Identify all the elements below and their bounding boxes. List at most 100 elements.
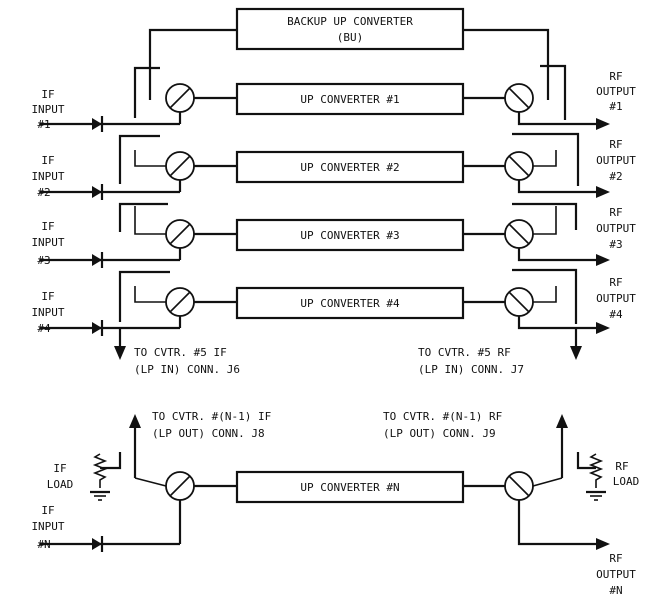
- rf-output-line-3: [517, 248, 596, 262]
- if-input-2-label-a: IF: [41, 154, 54, 167]
- rf-stub-4: [533, 286, 557, 303]
- rf-switch-blade-4: [508, 291, 530, 313]
- rf-loop-3: [512, 202, 578, 230]
- if-input-arrow-3: [92, 254, 102, 266]
- if-input-3-label-b: INPUT: [31, 236, 64, 249]
- if-input-2-label-c: #2: [37, 186, 50, 199]
- up-converter-1-label: UP CONVERTER #1: [300, 93, 399, 106]
- backup-converter-sublabel: (BU): [337, 31, 364, 44]
- rf-output-2-label-c: #2: [609, 170, 622, 183]
- rf-load-label-a: RF: [615, 460, 628, 473]
- rf-output-n-label-b: OUTPUT: [596, 568, 636, 581]
- if-switch-blade-4: [169, 291, 191, 313]
- channel-n: TO CVTR. #(N-1) IF (LP OUT) CONN. J8 TO …: [31, 410, 639, 597]
- j6-arrow: [114, 346, 126, 360]
- j8-arrow: [129, 414, 141, 428]
- rf-output-2-label-b: OUTPUT: [596, 154, 636, 167]
- if-stub-3: [134, 206, 166, 235]
- if-switch-blade-3: [169, 223, 191, 245]
- rf-output-1-label-c: #1: [609, 100, 622, 113]
- channel-4: UP CONVERTER #4 IF INPUT #4 RF OUTPUT #4: [31, 268, 636, 336]
- rf-output-4-label-b: OUTPUT: [596, 292, 636, 305]
- rf-output-1-label-b: OUTPUT: [596, 85, 636, 98]
- backup-converter-label: BACKUP UP CONVERTER: [287, 15, 413, 28]
- channel-2: UP CONVERTER #2 IF INPUT #2 RF OUTPUT #2: [31, 132, 636, 200]
- backup-converter-group: BACKUP UP CONVERTER (BU): [148, 7, 550, 100]
- if-switch-blade-2: [169, 155, 191, 177]
- up-converter-4-box: [235, 286, 465, 320]
- rf-switch-blade-3: [508, 223, 530, 245]
- if-input-4-label-c: #4: [37, 322, 51, 335]
- if-loop-4: [118, 270, 170, 322]
- rf-output-line-4: [517, 316, 596, 330]
- if-input-n-label-b: INPUT: [31, 520, 64, 533]
- if-stub-n: [134, 477, 167, 487]
- j6-label-b: (LP IN) CONN. J6: [134, 363, 240, 376]
- rf-output-line-1: [517, 112, 596, 126]
- j8-label-b: (LP OUT) CONN. J8: [152, 427, 265, 440]
- if-load-label-a: IF: [53, 462, 66, 475]
- if-loop-2: [118, 134, 160, 184]
- if-load-label-b: LOAD: [47, 478, 74, 491]
- if-input-arrow-1: [92, 118, 102, 130]
- rf-loop-1: [540, 64, 567, 120]
- rf-loop-4: [512, 268, 578, 324]
- backup-converter-box: [235, 7, 465, 51]
- up-converter-1-box: [235, 82, 465, 116]
- rf-output-arrow-n: [596, 538, 610, 550]
- if-input-arrow-2: [92, 186, 102, 198]
- rf-output-line-2: [517, 180, 596, 194]
- rf-output-line-n: [517, 500, 596, 546]
- j7-arrow: [570, 346, 582, 360]
- rf-output-n-label-c: #N: [609, 584, 622, 597]
- backup-if-bus: [148, 28, 237, 100]
- if-loop-3: [118, 202, 168, 232]
- rf-output-3-label-a: RF: [609, 206, 622, 219]
- if-input-n-label-c: #N: [37, 538, 50, 551]
- rf-output-4-label-c: #4: [609, 308, 623, 321]
- if-load-wire: [100, 452, 122, 470]
- j9-arrow: [556, 414, 568, 428]
- if-input-3-label-c: #3: [37, 254, 50, 267]
- rf-switch-blade-1: [508, 87, 530, 109]
- if-input-n-label-a: IF: [41, 504, 54, 517]
- if-stub-2: [134, 150, 166, 167]
- backup-rf-bus: [463, 28, 550, 100]
- loop-to-converter-5: TO CVTR. #5 IF (LP IN) CONN. J6 TO CVTR.…: [114, 328, 582, 376]
- j7-label-a: TO CVTR. #5 RF: [418, 346, 511, 359]
- if-input-1-label-a: IF: [41, 88, 54, 101]
- j9-label-a: TO CVTR. #(N-1) RF: [383, 410, 502, 423]
- up-converter-4-label: UP CONVERTER #4: [300, 297, 400, 310]
- up-converter-3-box: [235, 218, 465, 252]
- rf-output-n-label-a: RF: [609, 552, 622, 565]
- if-loop-1: [133, 66, 160, 118]
- if-input-4-label-b: INPUT: [31, 306, 64, 319]
- j8-label-a: TO CVTR. #(N-1) IF: [152, 410, 271, 423]
- j9-label-b: (LP OUT) CONN. J9: [383, 427, 496, 440]
- if-switch-blade-1: [169, 87, 191, 109]
- rf-load-resistor-icon: [588, 453, 604, 488]
- rf-output-arrow-4: [596, 322, 610, 334]
- if-input-1-label-b: INPUT: [31, 103, 64, 116]
- rf-output-4-label-a: RF: [609, 276, 622, 289]
- channel-3: UP CONVERTER #3 IF INPUT #3 RF OUTPUT #3: [31, 202, 636, 268]
- up-converter-3-label: UP CONVERTER #3: [300, 229, 399, 242]
- rf-switch-blade-2: [508, 155, 530, 177]
- rf-stub-2: [533, 150, 557, 167]
- up-converter-n-label: UP CONVERTER #N: [300, 481, 399, 494]
- rf-stub-3: [533, 206, 557, 235]
- j6-label-a: TO CVTR. #5 IF: [134, 346, 227, 359]
- if-switch-blade-n: [169, 475, 191, 497]
- if-input-3-label-a: IF: [41, 220, 54, 233]
- if-input-4-label-a: IF: [41, 290, 54, 303]
- rf-load-wire: [576, 452, 596, 470]
- if-load-resistor-icon: [92, 453, 108, 488]
- rf-switch-blade-n: [508, 475, 530, 497]
- if-input-arrow-n: [92, 538, 102, 550]
- channel-1: UP CONVERTER #1 IF INPUT #1 RF OUTPUT #1: [31, 64, 636, 132]
- rf-output-2-label-a: RF: [609, 138, 622, 151]
- rf-output-arrow-2: [596, 186, 610, 198]
- rf-output-1-label-a: RF: [609, 70, 622, 83]
- rf-output-3-label-b: OUTPUT: [596, 222, 636, 235]
